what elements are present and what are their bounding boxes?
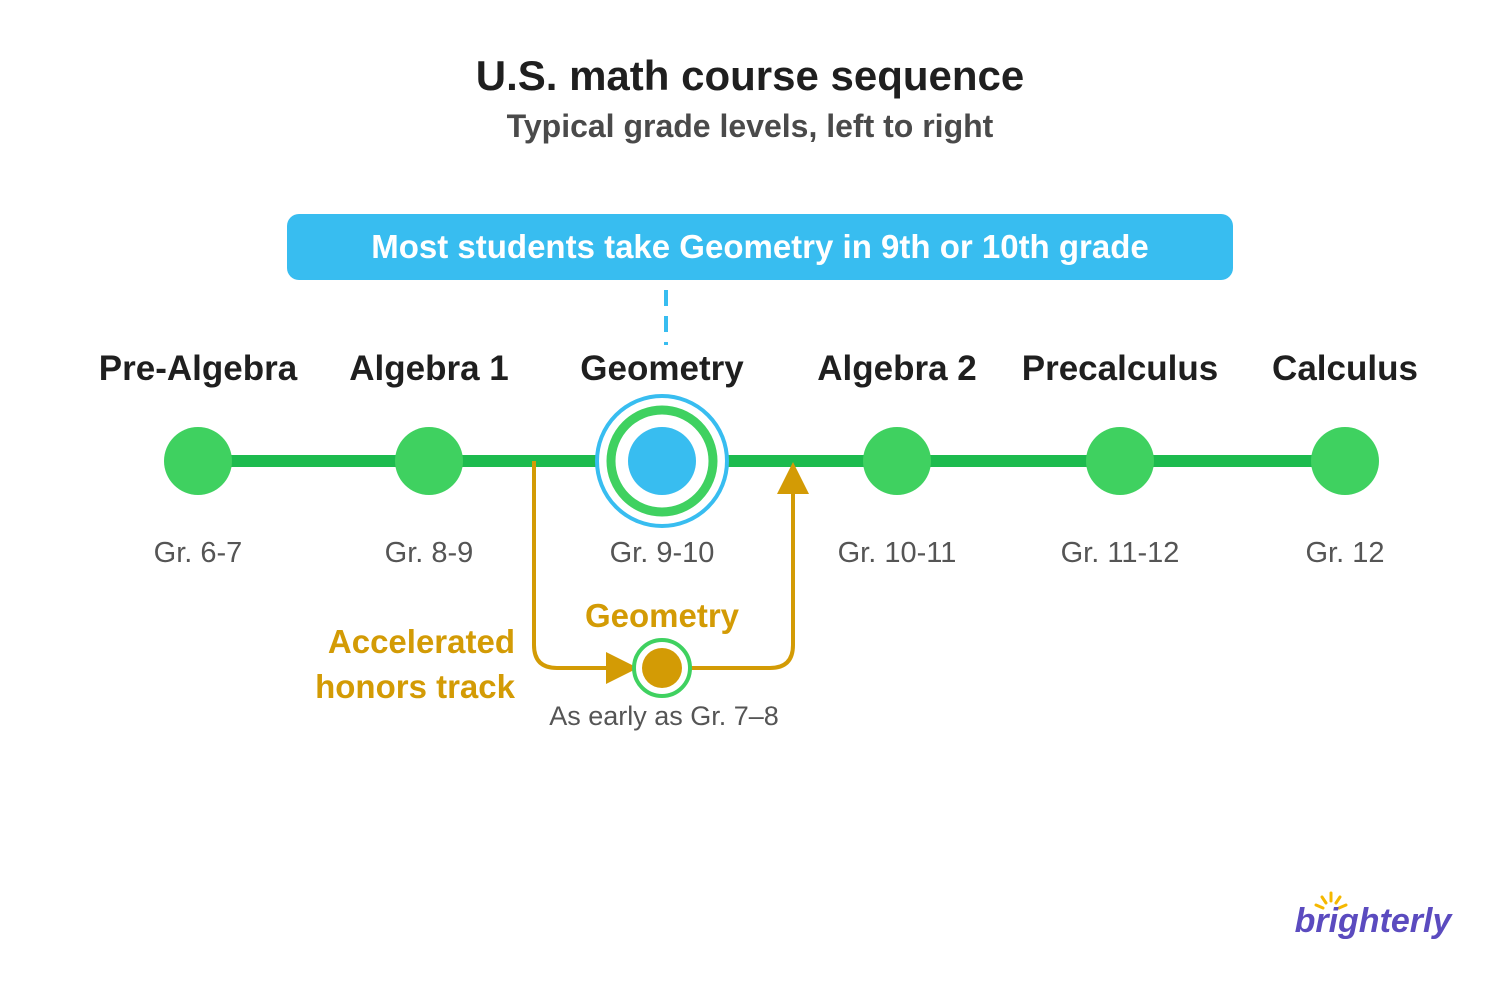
logo-wordmark: brighterly — [1295, 902, 1454, 940]
brighterly-logo: brighterly — [1295, 891, 1454, 940]
grade-label-calculus: Gr. 12 — [1306, 537, 1385, 569]
accelerated-track-label-line2: honors track — [315, 668, 516, 705]
accelerated-course-label: Geometry — [585, 597, 740, 634]
course-label-pre-algebra: Pre-Algebra — [99, 349, 298, 388]
course-label-algebra-1: Algebra 1 — [349, 349, 509, 388]
callout-box — [287, 214, 1233, 280]
node-precalculus — [1086, 427, 1154, 495]
accelerated-path-out — [690, 462, 809, 670]
grade-label-geometry: Gr. 9-10 — [610, 537, 715, 569]
callout-text: Most students take Geometry in 9th or 10… — [371, 228, 1149, 265]
grade-label-algebra-1: Gr. 8-9 — [385, 537, 474, 569]
node-geometry — [628, 427, 696, 495]
node-pre-algebra — [164, 427, 232, 495]
accelerated-note: As early as Gr. 7–8 — [549, 701, 779, 731]
grade-label-algebra-2: Gr. 10-11 — [838, 537, 957, 569]
course-label-precalculus: Precalculus — [1022, 349, 1219, 388]
sun-icon — [1314, 891, 1348, 910]
accelerated-path-in — [532, 461, 638, 684]
course-label-geometry: Geometry — [580, 349, 744, 388]
grade-label-pre-algebra: Gr. 6-7 — [154, 537, 243, 569]
accelerated-node-dot — [642, 648, 682, 688]
diagram-title: U.S. math course sequence — [476, 52, 1025, 99]
node-algebra-2 — [863, 427, 931, 495]
accelerated-geometry-node — [632, 638, 692, 698]
node-algebra-1 — [395, 427, 463, 495]
node-calculus — [1311, 427, 1379, 495]
course-label-algebra-2: Algebra 2 — [817, 349, 977, 388]
geometry-callout: Most students take Geometry in 9th or 10… — [287, 214, 1233, 280]
grade-label-precalculus: Gr. 11-12 — [1061, 537, 1180, 569]
course-label-calculus: Calculus — [1272, 349, 1418, 388]
diagram-subtitle: Typical grade levels, left to right — [507, 108, 994, 144]
accelerated-track-label-line1: Accelerated — [328, 623, 515, 660]
